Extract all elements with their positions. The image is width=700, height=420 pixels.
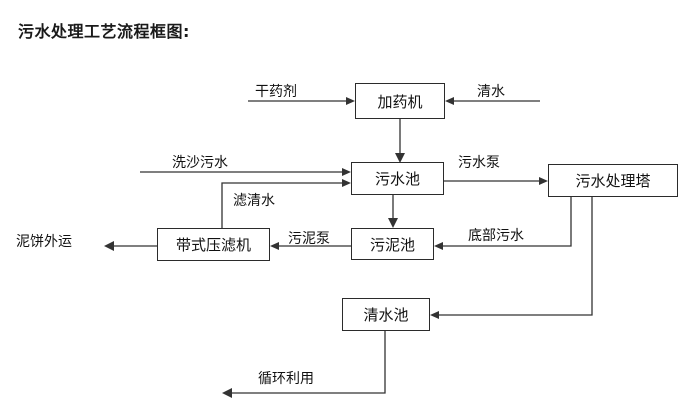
- node-label: 污泥池: [369, 235, 415, 254]
- edge-bottom-sewage-to-sludge-pond: [434, 197, 572, 250]
- edge-filtered-water-to-sewage-pond: [221, 179, 351, 228]
- edge-label-clean-water: 清水: [477, 84, 505, 100]
- edge-sludge-pump-to-press: [270, 242, 351, 250]
- page-title: 污水处理工艺流程框图:: [18, 22, 190, 41]
- edge-label-recycle-reuse: 循环利用: [258, 371, 314, 387]
- node-dosing-machine[interactable]: 加药机: [355, 83, 445, 119]
- node-sludge-pond[interactable]: 污泥池: [351, 228, 434, 260]
- node-belt-filter-press[interactable]: 带式压滤机: [157, 228, 270, 261]
- edge-clear-water-to-recycle: [222, 331, 386, 398]
- edge-clean-water-to-dosing: [445, 97, 540, 105]
- edge-label-sewage-pump: 污水泵: [458, 155, 500, 171]
- edge-dry-chemical-to-dosing: [248, 97, 355, 105]
- edge-label-dry-chemical: 干药剂: [255, 84, 297, 100]
- edge-dosing-to-sewage-pond: [395, 119, 405, 163]
- node-sewage-pond[interactable]: 污水池: [351, 162, 444, 195]
- node-label: 清水池: [363, 306, 409, 324]
- node-label: 污水处理塔: [575, 172, 651, 190]
- edge-label-mud-cake-out: 泥饼外运: [16, 234, 72, 250]
- node-label: 加药机: [377, 92, 423, 111]
- edge-label-sand-wash-sewage: 洗沙污水: [172, 155, 228, 171]
- edge-tower-to-clear-water-pond: [430, 197, 593, 319]
- edge-sewage-pond-to-sludge-pond: [388, 195, 398, 228]
- node-clear-water-pond[interactable]: 清水池: [342, 298, 430, 331]
- node-treatment-tower[interactable]: 污水处理塔: [548, 164, 678, 197]
- edge-sand-wash-to-sewage-pond: [140, 168, 351, 176]
- node-label: 污水池: [374, 170, 420, 188]
- edge-label-bottom-sewage: 底部污水: [468, 228, 524, 244]
- edge-sewage-pump-to-tower: [444, 177, 548, 185]
- edge-label-filtered-water: 滤清水: [233, 193, 275, 209]
- node-label: 带式压滤机: [175, 236, 251, 254]
- edge-label-sludge-pump: 污泥泵: [288, 231, 330, 247]
- edge-press-to-mud-cake-out: [104, 241, 157, 251]
